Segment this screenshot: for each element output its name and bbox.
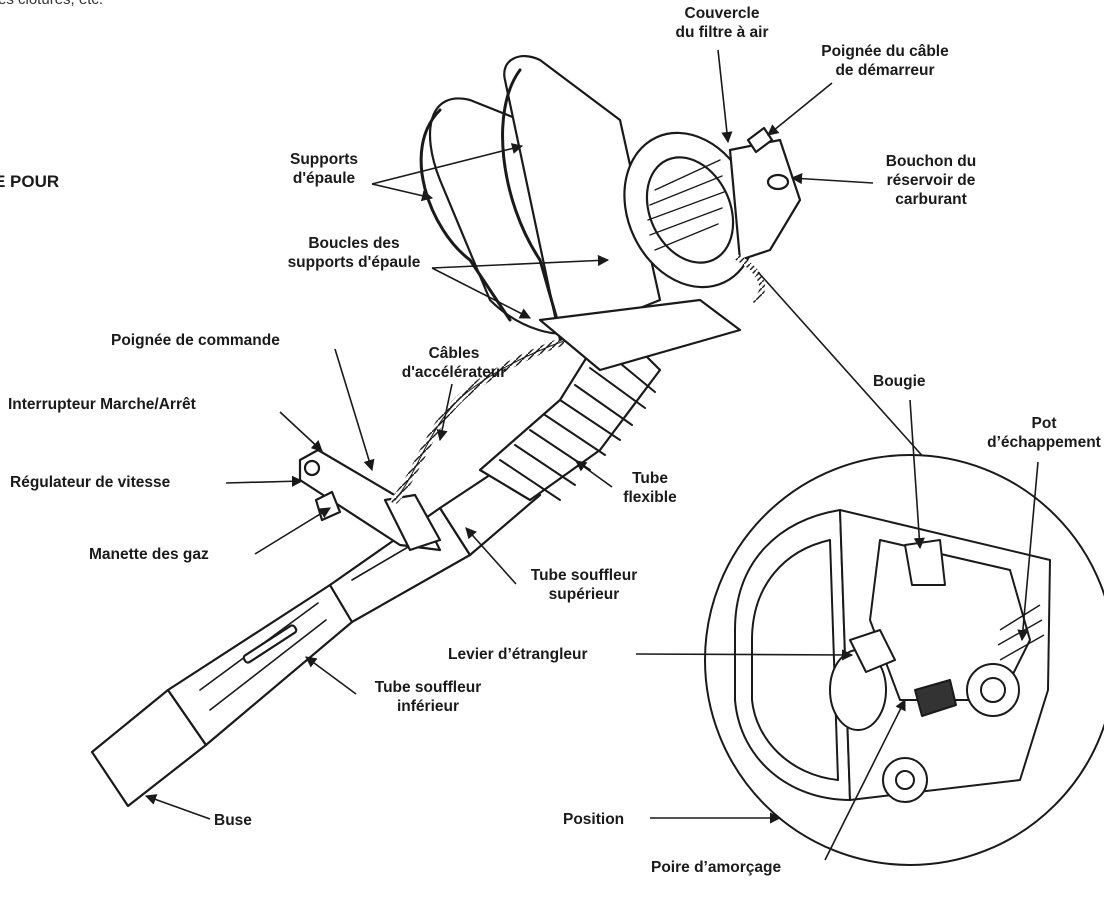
label-nozzle: Buse — [214, 812, 252, 829]
label-flexible-tube: Tube flexible — [610, 469, 690, 507]
label-line: Pot — [1031, 415, 1057, 432]
label-line: flexible — [623, 489, 677, 506]
label-line: carburant — [895, 191, 967, 208]
label-throttle-lever: Manette des gaz — [89, 546, 209, 563]
label-primer-bulb: Poire d’amorçage — [651, 859, 782, 876]
label-control-handle: Poignée de commande — [111, 332, 280, 349]
label-air-filter-cover: Couvercle du filtre à air — [674, 4, 770, 42]
label-starter-handle: Poignée du câble de démarreur — [810, 42, 960, 80]
label-throttle-cables: Câbles d'accélérateur — [392, 344, 516, 382]
label-line: Tube souffleur — [374, 679, 482, 696]
label-line: Supports — [289, 151, 359, 168]
label-shoulder-straps: Supports d'épaule — [276, 150, 372, 188]
label-line: inférieur — [396, 698, 459, 715]
label-line: Couvercle — [684, 5, 760, 22]
label-position: Position — [563, 811, 625, 828]
label-choke-lever: Levier d’étrangleur — [448, 646, 588, 663]
label-muffler: Pot d’échappement — [984, 414, 1104, 452]
label-lower-blower-tube: Tube souffleur inférieur — [358, 678, 498, 716]
label-line: du filtre à air — [675, 24, 769, 41]
label-line: supérieur — [548, 586, 620, 603]
label-line: réservoir de — [886, 172, 976, 189]
label-line: Tube — [632, 470, 668, 487]
label-spark-plug: Bougie — [873, 373, 926, 390]
label-line: d'accélérateur — [401, 364, 507, 381]
label-line: Câbles — [428, 345, 480, 362]
label-speed-regulator: Régulateur de vitesse — [10, 474, 171, 491]
label-upper-blower-tube: Tube souffleur supérieur — [514, 566, 654, 604]
clipped-section-heading: E POUR — [0, 172, 60, 191]
label-line: supports d'épaule — [287, 254, 421, 271]
label-fuel-cap: Bouchon du réservoir de carburant — [876, 152, 986, 209]
label-line: d’échappement — [987, 434, 1101, 451]
label-strap-buckles: Boucles des supports d'épaule — [276, 234, 432, 272]
label-line: Boucles des — [308, 235, 400, 252]
label-line: Bouchon du — [885, 153, 977, 170]
engine-detail-illustration — [704, 454, 1104, 866]
label-line: d'épaule — [292, 170, 356, 187]
label-on-off-switch: Interrupteur Marche/Arrêt — [8, 396, 196, 413]
clipped-body-text: es clotures, etc. — [0, 0, 103, 8]
label-line: Poignée du câble — [821, 43, 949, 60]
label-line: de démarreur — [835, 62, 935, 79]
label-line: Tube souffleur — [530, 567, 638, 584]
